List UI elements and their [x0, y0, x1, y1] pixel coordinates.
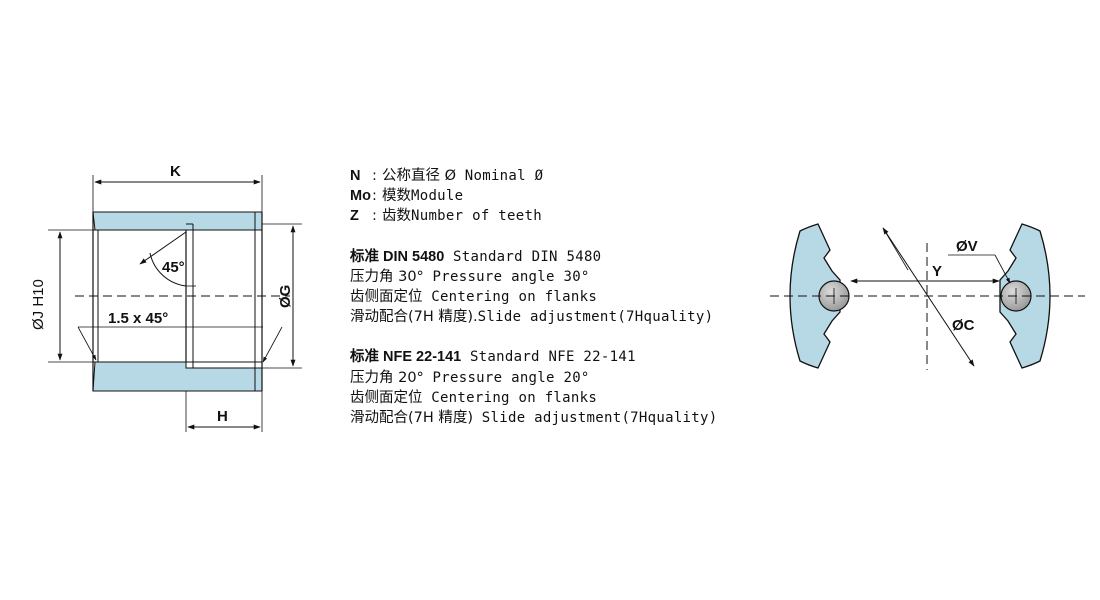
legend-row-nominal: N:公称直径 Ø Nominal Ø — [350, 166, 717, 186]
legend-row-module: Mo:模数Module — [350, 186, 717, 206]
spline-measurement-drawing: Y ØV ØC — [770, 223, 1085, 370]
dim-j-label: ØJ H10 — [30, 279, 47, 330]
nfe-pressure-angle: 压力角 20° Pressure angle 20° — [350, 369, 590, 386]
legend-key: N — [350, 168, 361, 184]
din-fit: 滑动配合(7H 精度).Slide adjustment(7Hquality) — [350, 309, 714, 326]
nfe-centering: 齿侧面定位 Centering on flanks — [350, 389, 598, 406]
chamfer-label: 1.5 x 45° — [108, 310, 168, 327]
nfe-standard-heading: 标准 NFE 22-141 Standard NFE 22-141 — [350, 349, 636, 366]
bushing-bottom-wall — [92, 361, 263, 392]
specification-legend: N:公称直径 Ø Nominal Ø Mo:模数Module Z:齿数Numbe… — [350, 166, 717, 428]
din-pressure-angle: 压力角 30° Pressure angle 30° — [350, 268, 590, 285]
din-centering: 齿侧面定位 Centering on flanks — [350, 288, 598, 305]
bushing-section-drawing: K H ØJ H10 ØG 45° 1.5 x 45° — [30, 163, 302, 432]
dim-y-label: Y — [932, 263, 942, 280]
dim-k-label: K — [170, 163, 181, 180]
dim-v-label: ØV — [956, 238, 978, 255]
legend-key: Z — [350, 208, 359, 225]
legend-key: Mo — [350, 188, 371, 205]
angle-label: 45° — [162, 259, 185, 276]
din-standard-heading: 标准 DIN 5480 Standard DIN 5480 — [350, 248, 602, 265]
dim-h-label: H — [217, 408, 228, 425]
legend-row-teeth: Z:齿数Number of teeth — [350, 206, 717, 226]
bushing-top-wall — [92, 211, 263, 231]
dim-g-label: ØG — [277, 285, 294, 308]
dim-c-label: ØC — [952, 317, 975, 334]
nfe-fit: 滑动配合(7H 精度) Slide adjustment(7Hquality) — [350, 409, 718, 426]
